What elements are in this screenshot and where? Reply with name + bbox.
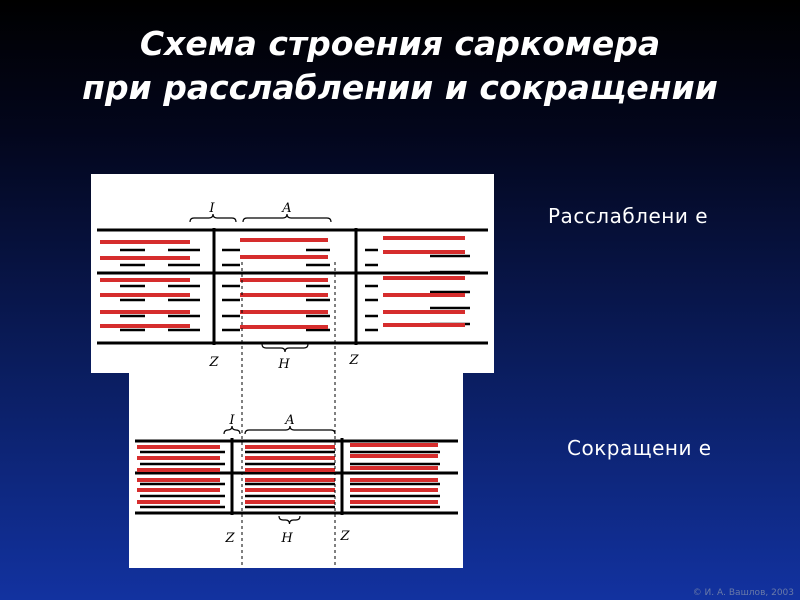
h-zone-brace — [278, 515, 301, 525]
title-line-2: при расслаблении и сокращении — [82, 68, 718, 107]
h-zone-label: H — [280, 531, 293, 546]
a-band-label: A — [284, 413, 294, 428]
i-band-label: I — [208, 201, 215, 216]
h-zone-brace — [261, 343, 309, 353]
z-line-label: Z — [208, 355, 219, 370]
relaxed-sarcomere: I A Z H Z — [97, 201, 488, 372]
relaxation-label: Расслаблени е — [548, 204, 709, 228]
copyright-text: © И. А. Вашлов, 2003 — [692, 588, 794, 598]
z-line-label: Z — [348, 353, 359, 368]
i-band-brace — [189, 213, 237, 223]
title-line-1: Схема строения саркомера — [139, 24, 661, 63]
a-band-label: A — [281, 201, 291, 216]
z-line-label: Z — [224, 531, 235, 546]
z-line-label: Z — [339, 529, 350, 544]
contraction-label: Сокращени е — [567, 436, 712, 460]
h-zone-label: H — [277, 357, 290, 372]
i-band-label: I — [228, 413, 235, 428]
i-band-brace — [223, 425, 241, 435]
slide-title: Схема строения саркомера при расслаблени… — [0, 22, 800, 110]
a-band-brace — [242, 213, 332, 223]
a-band-brace — [244, 425, 336, 435]
contracted-sarcomere: I A Z H Z — [135, 413, 458, 546]
